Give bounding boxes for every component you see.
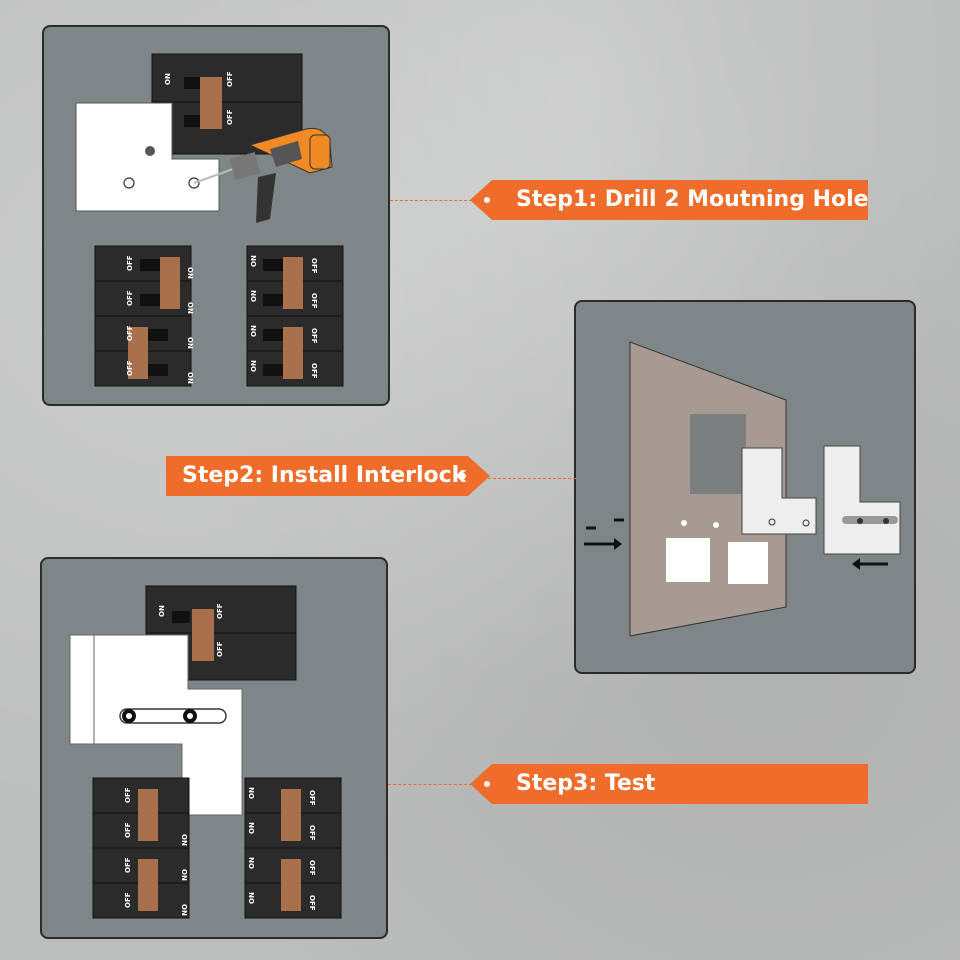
callout-dot [484,781,490,787]
arrow-left-icon [584,518,624,550]
breaker-on-label: ON [180,904,188,916]
breaker-on-label: ON [180,834,188,846]
breaker-on-label: ON [248,787,256,799]
breaker-off-label: OFF [216,641,224,657]
lower-left-breakers: OFF OFF OFF OFF ON ON ON ON [94,245,194,387]
breaker-on-label: ON [248,857,256,869]
breaker-off-label: OFF [126,255,134,271]
breaker-on-label: ON [164,73,172,85]
breaker-on-label: ON [186,302,194,314]
breaker-on-label: ON [186,337,194,349]
breaker-off-label: OFF [308,825,316,841]
lower-left-breakers: OFF OFF OFF OFF ON ON ON [92,777,190,919]
breaker-on-label: ON [158,605,166,617]
step2-illustration [584,341,901,637]
step2-leader [488,478,576,479]
step1-label: Step1: Drill 2 Moutning Holes [516,187,882,212]
top-breaker: ON ON OFF OFF [151,53,303,155]
step2-label: Step2: Install Interlock [182,463,467,488]
breaker-off-label: OFF [126,325,134,341]
breaker-off-label: OFF [126,360,134,376]
step3-callout: Step3: Test [470,764,868,804]
step2-panel [574,300,916,674]
step2-callout: Step2: Install Interlock [166,456,490,496]
interlock-plate-a [741,447,817,535]
breaker-off-label: OFF [124,822,132,838]
breaker-off-label: OFF [308,860,316,876]
breaker-off-label: OFF [308,790,316,806]
breaker-on-label: ON [180,869,188,881]
breaker-on-label: ON [250,360,258,372]
breaker-off-label: OFF [216,603,224,619]
breaker-on-label: ON [250,255,258,267]
breaker-off-label: OFF [226,109,234,125]
breaker-off-label: OFF [124,787,132,803]
step3-leader [388,784,472,785]
breaker-on-label: ON [250,325,258,337]
breaker-off-label: OFF [226,71,234,87]
breaker-off-label: OFF [310,328,318,344]
breaker-off-label: OFF [124,857,132,873]
breaker-off-label: OFF [310,363,318,379]
step3-illustration: ON OFF OFF OFF OFF OFF OFF ON ON ON [69,585,342,919]
step1-panel: ON ON OFF OFF [42,25,390,406]
breaker-off-label: OFF [126,290,134,306]
drill-icon [193,127,333,223]
step3-label: Step3: Test [516,771,656,796]
breaker-on-label: ON [186,267,194,279]
breaker-off-label: OFF [124,892,132,908]
step1-leader [390,200,472,201]
interlock-plate [75,102,220,212]
step1-callout: Step1: Drill 2 Moutning Holes [470,180,868,220]
callout-dot [460,473,466,479]
breaker-on-label: ON [248,892,256,904]
breaker-on-label: ON [186,372,194,384]
breaker-off-label: OFF [310,258,318,274]
breaker-on-label: ON [248,822,256,834]
lower-right-breakers: ON ON ON ON OFF OFF OFF OFF [246,245,344,387]
callout-dot [484,197,490,203]
step1-illustration: ON ON OFF OFF [75,53,344,387]
step3-panel: ON OFF OFF OFF OFF OFF OFF ON ON ON [40,557,388,939]
breaker-on-label: ON [250,290,258,302]
interlock-plate-b [823,445,901,555]
breaker-off-label: OFF [310,293,318,309]
interlock-plate-front [93,634,243,816]
breaker-off-label: OFF [308,895,316,911]
arrow-right-icon [852,558,888,570]
lower-right-breakers: ON ON ON ON OFF OFF OFF OFF [244,777,342,919]
